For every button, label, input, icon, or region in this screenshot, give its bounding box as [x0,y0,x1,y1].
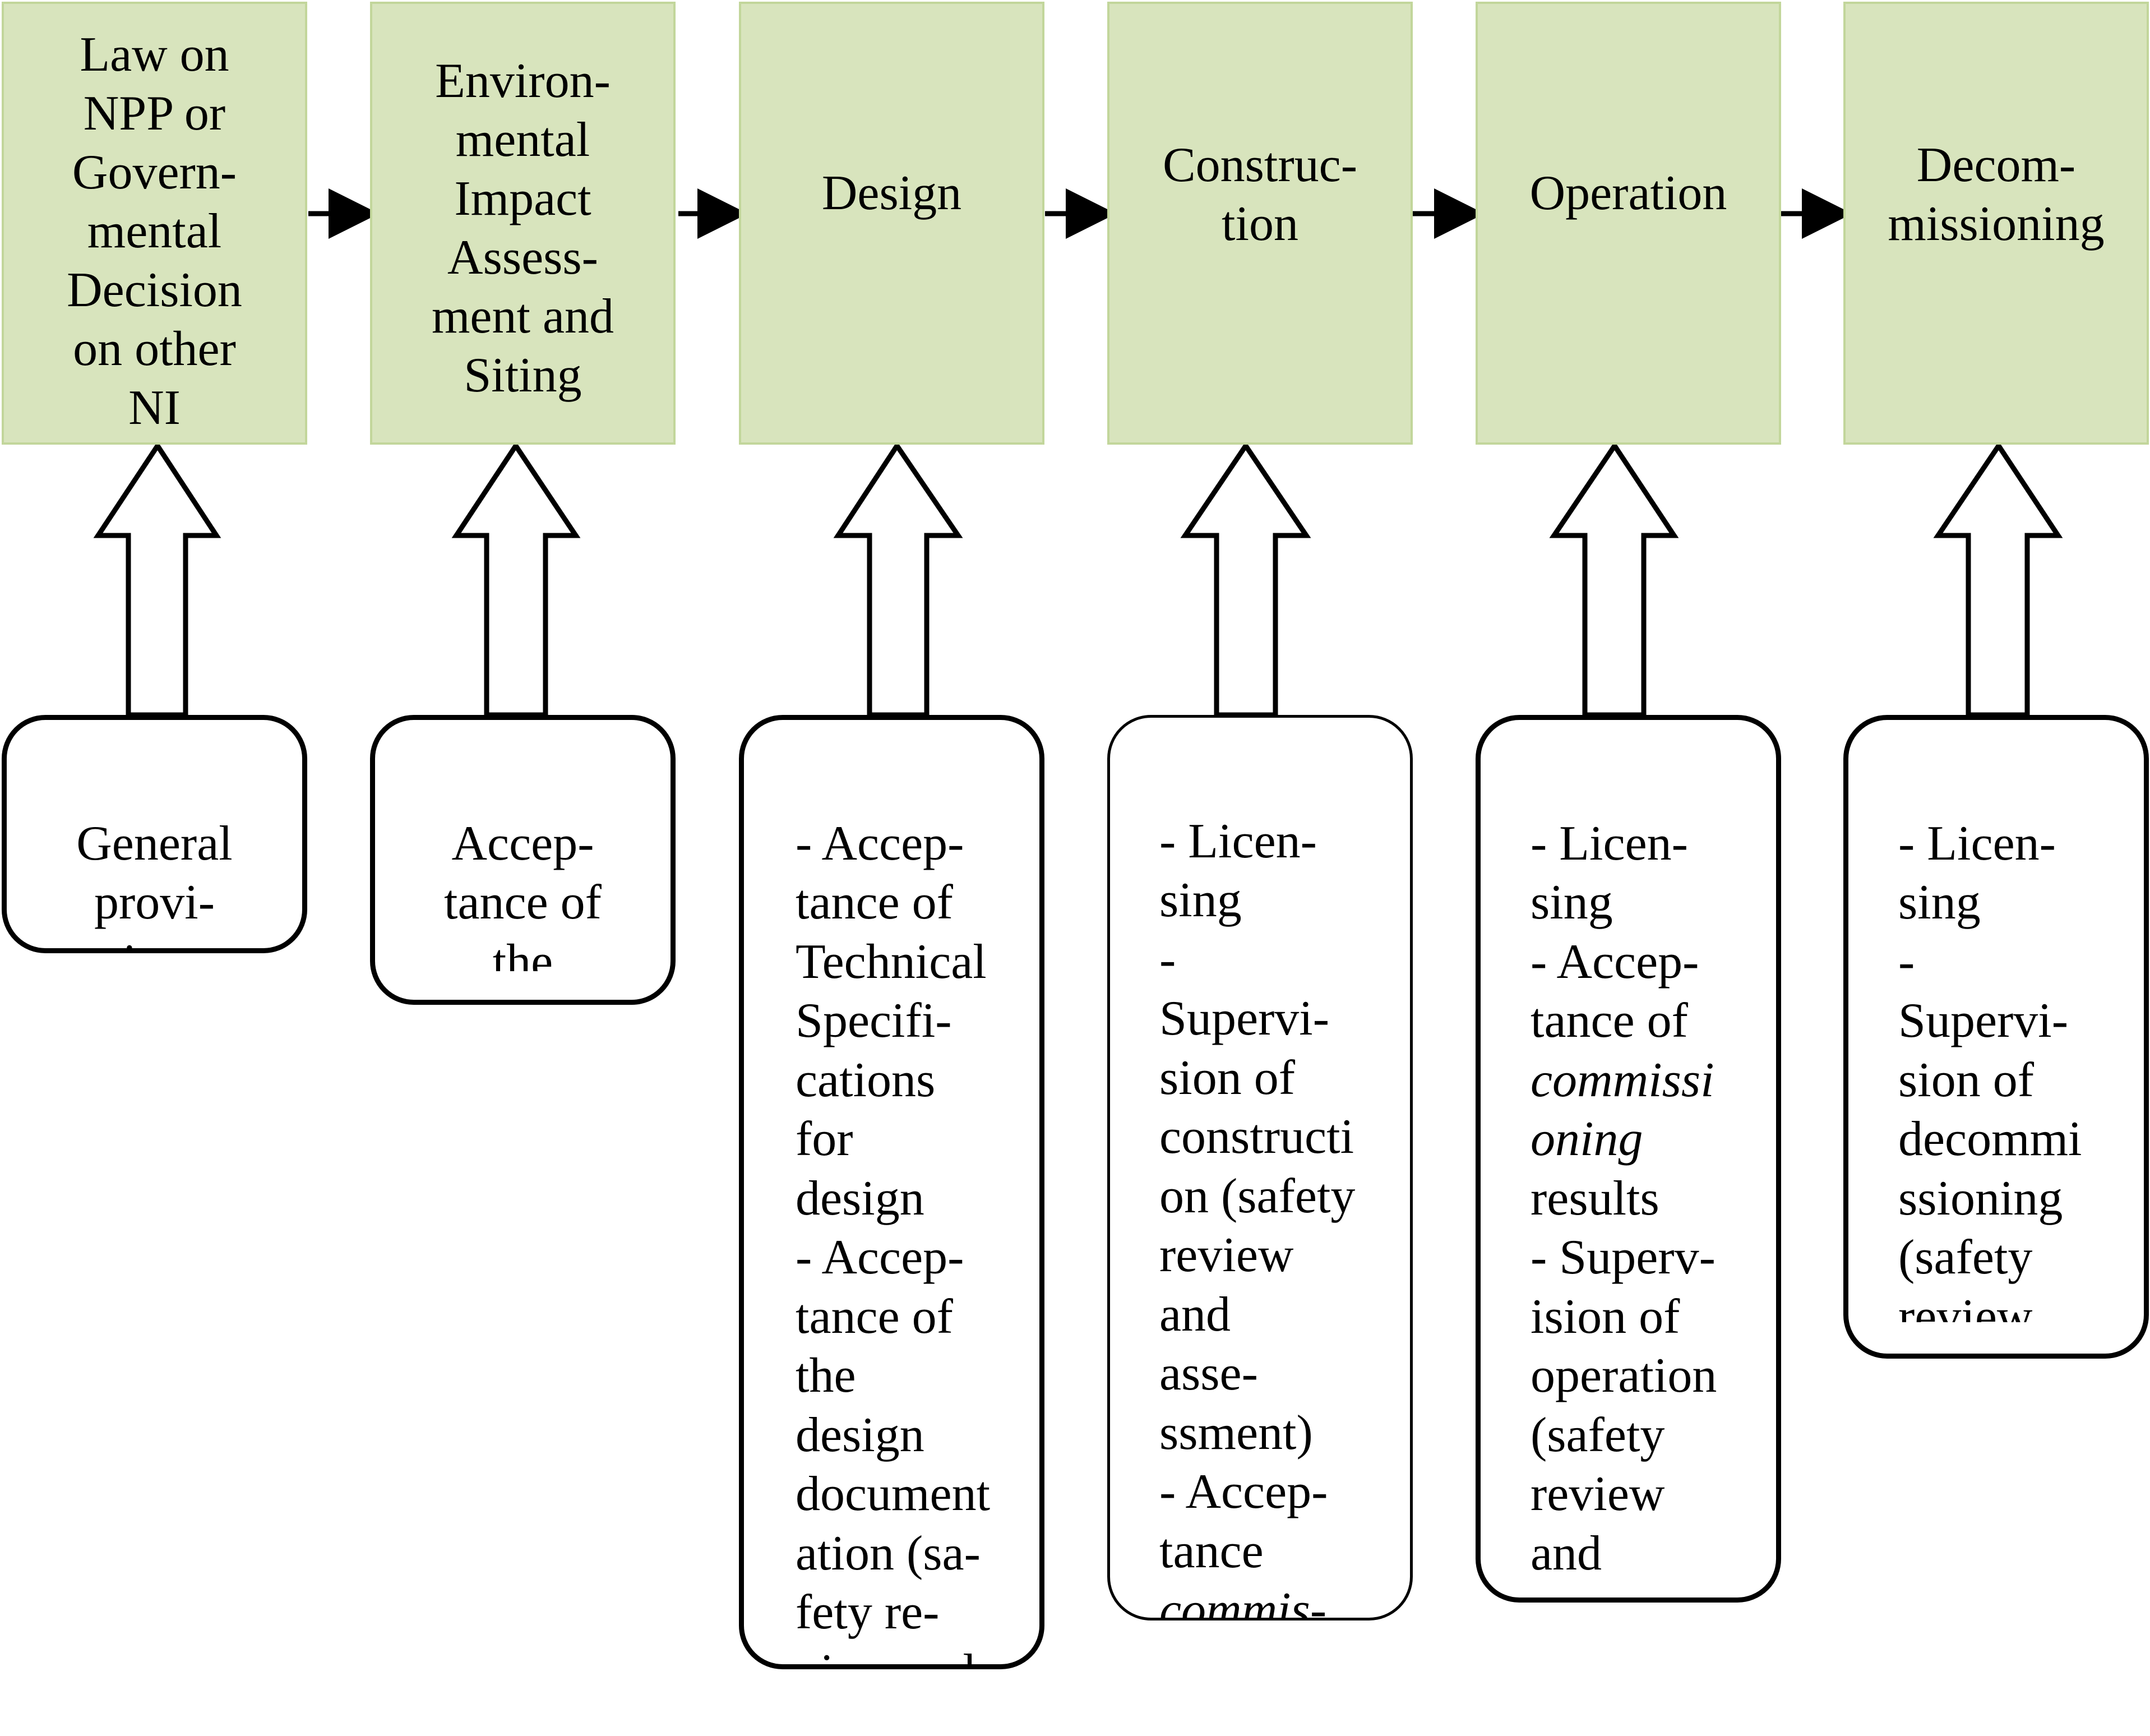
up-arrow-6 [1933,441,2063,718]
task-general-provisions: General provi- sions [2,715,307,953]
up-arrow-1 [93,441,221,718]
stage-label: Environ- mental Impact Assess- ment and … [431,54,614,403]
task-text-part: - Licen- sing - Supervi- sion of constru… [1159,814,1356,1578]
stage-label: Design [821,166,962,220]
task-design-acceptance: - Accep- tance of Technical Specifi- cat… [739,715,1044,1669]
stage-label: Law on NPP or Govern- mental Decision on… [67,27,242,435]
task-text-part: Accep- tance of the Reports [444,816,602,972]
stage-law-decision: Law on NPP or Govern- mental Decision on… [2,2,307,445]
task-text: - Licen- sing - Supervi- sion of constru… [1110,752,1410,1620]
task-text: - Accep- tance of Technical Specifi- cat… [744,755,1039,1665]
task-text: General provi- sions [7,755,302,949]
up-arrow-2 [451,441,581,718]
task-text-part: General provi- sions [76,816,233,949]
up-arrow-3 [833,441,963,718]
task-text-part: - Licen- sing - Supervi- sion of decommi… [1898,816,2082,1323]
task-text-part-italic: commissi oning [1531,1052,1714,1167]
stage-label: Operation [1529,166,1727,220]
stage-label: Construc- tion [1162,138,1358,251]
stage-operation: Operation [1476,2,1781,445]
up-arrow-4 [1180,441,1311,718]
task-text: - Licen- sing - Accep- tance of commissi… [1481,755,1776,1598]
stage-label: Decom- missioning [1888,138,2105,251]
task-text-part: - Licen- sing - Accep- tance of [1531,816,1699,1049]
stage-design: Design [739,2,1044,445]
task-text: Accep- tance of the Reports [375,755,671,972]
task-text-part-italic: commis- [1159,1583,1327,1620]
up-arrow-5 [1549,441,1679,718]
task-acceptance-reports: Accep- tance of the Reports [370,715,676,1005]
stage-decommissioning: Decom- missioning [1843,2,2149,445]
task-construction-licensing: - Licen- sing - Supervi- sion of constru… [1107,715,1413,1620]
task-text-part: results - Superv- ision of operation (sa… [1531,1171,1717,1598]
task-text-part: - Accep- tance of Technical Specifi- cat… [796,816,991,1665]
task-operation-licensing: - Licen- sing - Accep- tance of commissi… [1476,715,1781,1603]
stage-construction: Construc- tion [1107,2,1413,445]
task-text: - Licen- sing - Supervi- sion of decommi… [1848,755,2144,1323]
task-decommissioning-licensing: - Licen- sing - Supervi- sion of decommi… [1843,715,2149,1359]
stage-eia-siting: Environ- mental Impact Assess- ment and … [370,2,676,445]
